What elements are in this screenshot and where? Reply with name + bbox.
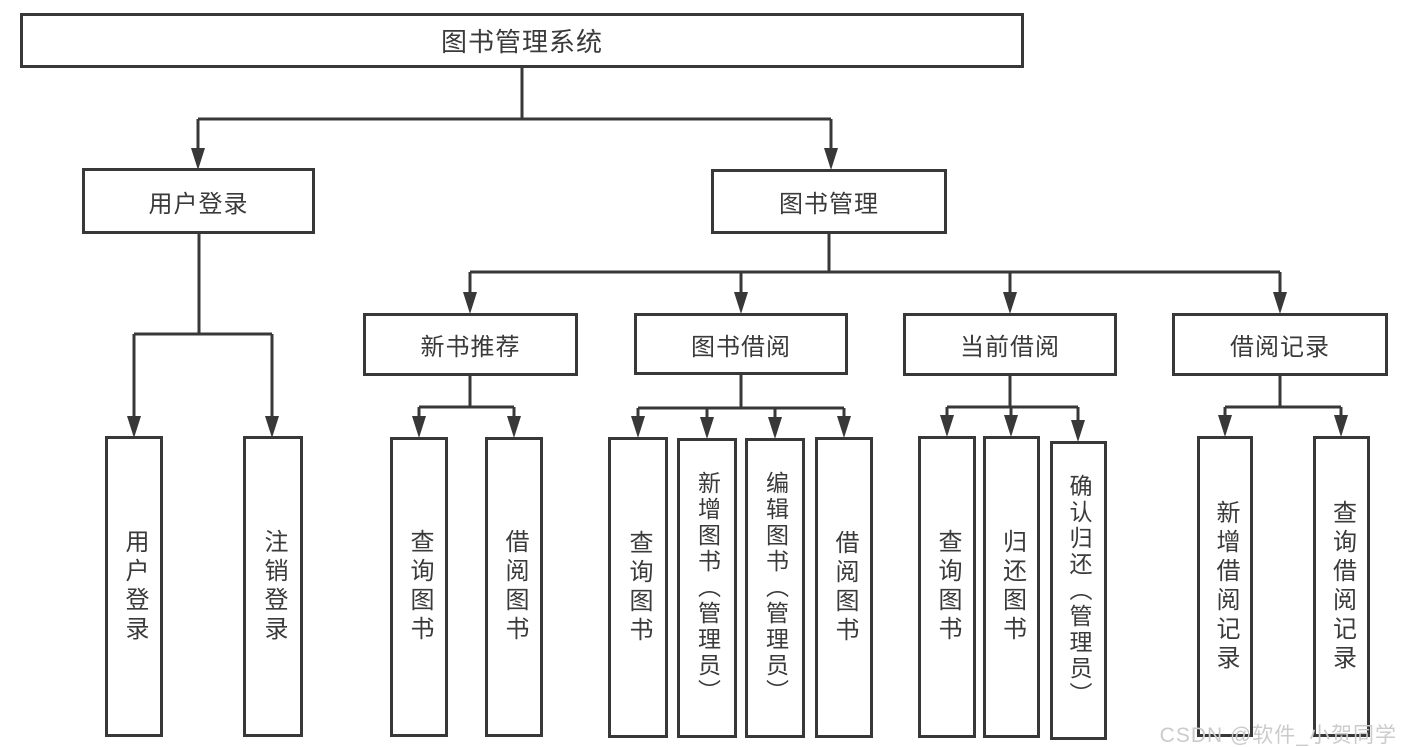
node-leaf-query-borrow-record: 查询借阅记录 [1313, 436, 1370, 737]
node-label: 查询图书 [406, 529, 433, 645]
arrowhead [1004, 415, 1018, 437]
node-label: 用户登录 [148, 190, 249, 218]
arrowhead [1071, 420, 1085, 442]
node-leaf-edit-books-admin: 编辑图书（管理员） [745, 438, 805, 738]
node-label: 查询图书 [625, 529, 652, 646]
edge-current-borrow-to-leaves [940, 376, 1085, 442]
node-leaf-add-borrow-record: 新增借阅记录 [1197, 436, 1253, 737]
node-book-management: 图书管理 [711, 169, 947, 234]
node-leaf-query-books-2: 查询图书 [608, 437, 668, 738]
arrowhead [1334, 415, 1348, 437]
arrowhead [191, 148, 205, 170]
arrowhead [940, 415, 954, 437]
edge-book-mgmt-to-level3 [463, 234, 1287, 314]
node-label: 注销登录 [260, 528, 287, 645]
node-label: 图书管理系统 [440, 27, 603, 57]
node-leaf-logout: 注销登录 [243, 436, 303, 737]
node-label: 确认归还（管理员） [1066, 473, 1092, 708]
node-label: 图书借阅 [691, 333, 791, 361]
arrowhead [734, 292, 748, 314]
edge-borrow-records-to-leaves [1218, 376, 1348, 437]
arrowhead [507, 416, 521, 438]
node-leaf-confirm-return-admin: 确认归还（管理员） [1050, 441, 1107, 740]
edge-user-login-to-leaves [127, 234, 279, 438]
csdn-watermark: CSDN @软件_小贺同学 [1159, 724, 1397, 747]
arrowhead [768, 417, 782, 439]
node-label: 查询图书 [934, 529, 961, 645]
node-leaf-query-books-1: 查询图书 [390, 437, 448, 737]
arrowhead [1218, 415, 1232, 437]
arrowhead [824, 148, 838, 170]
node-leaf-query-books-3: 查询图书 [918, 436, 976, 738]
node-borrowing-records: 借阅记录 [1172, 313, 1388, 376]
arrowhead [1273, 292, 1287, 314]
node-new-book-recommendation: 新书推荐 [363, 313, 578, 376]
node-leaf-user-login: 用户登录 [105, 436, 163, 737]
node-label: 当前借阅 [960, 334, 1060, 361]
node-label: 借阅图书 [501, 529, 528, 645]
arrowhead [700, 417, 714, 439]
arrowhead [631, 416, 645, 438]
edge-new-books-to-leaves [412, 376, 521, 438]
node-label: 借阅记录 [1230, 334, 1330, 361]
node-label: 查询借阅记录 [1328, 499, 1356, 674]
arrowhead [265, 416, 279, 438]
node-label: 编辑图书（管理员） [762, 471, 789, 705]
node-label: 借阅图书 [831, 529, 858, 646]
node-user-login: 用户登录 [82, 168, 315, 234]
arrowhead [837, 416, 851, 438]
node-leaf-add-books-admin: 新增图书（管理员） [677, 438, 737, 738]
arrowhead [1003, 292, 1017, 314]
edge-root-to-level2 [191, 68, 838, 170]
node-label: 图书管理 [779, 191, 879, 218]
arrowhead [463, 292, 477, 314]
node-leaf-borrow-books-1: 借阅图书 [485, 437, 543, 737]
arrowhead [412, 416, 426, 438]
node-leaf-return-books: 归还图书 [983, 436, 1040, 738]
node-current-borrowing: 当前借阅 [903, 313, 1117, 376]
node-label: 新增图书（管理员） [694, 471, 721, 705]
node-label: 新增借阅记录 [1212, 499, 1239, 674]
node-library-management-system: 图书管理系统 [20, 13, 1024, 68]
node-label: 用户登录 [121, 528, 148, 645]
node-label: 新书推荐 [420, 334, 521, 361]
edge-book-borrow-to-leaves [631, 375, 851, 439]
node-book-borrowing: 图书借阅 [634, 313, 848, 375]
node-leaf-borrow-books-2: 借阅图书 [815, 437, 873, 738]
node-label: 归还图书 [998, 529, 1026, 645]
arrowhead [127, 416, 141, 438]
